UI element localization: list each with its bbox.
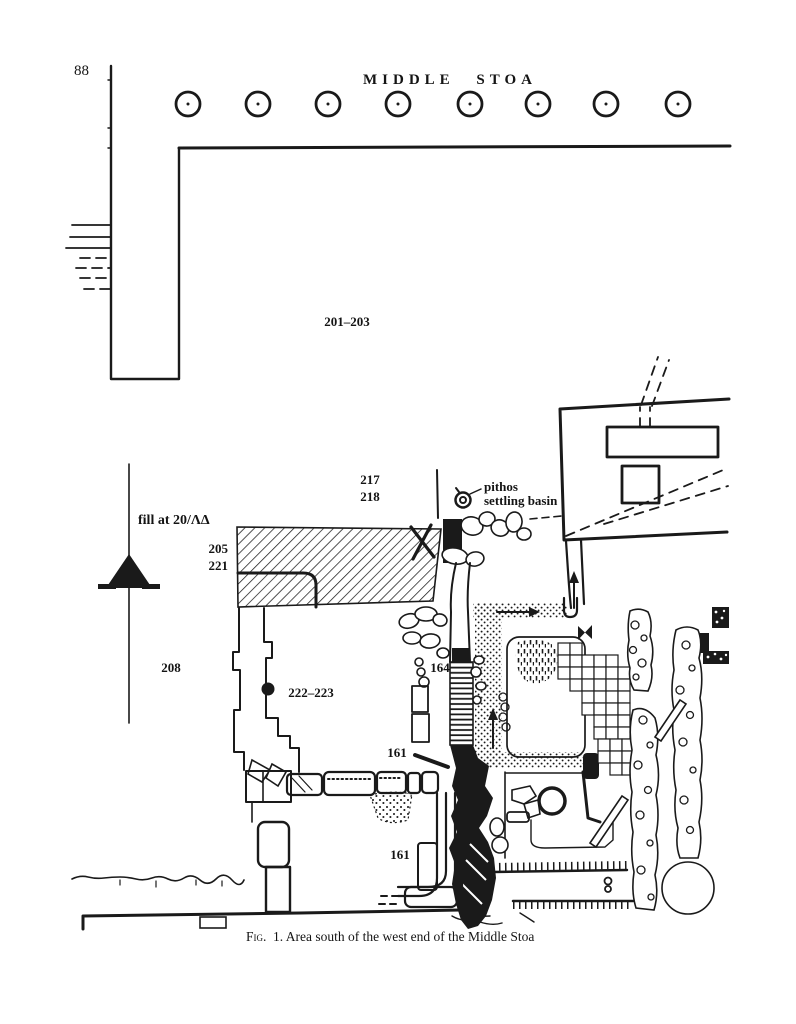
label-settling-basin: settling basin: [484, 493, 558, 508]
stipple-triangle: [369, 791, 413, 824]
label-221: 221: [209, 558, 229, 573]
fallen-block-1: [653, 698, 688, 743]
drain-ladder: [449, 661, 474, 746]
south-boundary: [81, 908, 535, 931]
room-222-223: [232, 607, 300, 773]
label-217: 217: [360, 472, 380, 487]
stipple-patch: [515, 639, 558, 684]
serrated-bands: [491, 861, 635, 909]
label-fill-note: fill at 20/ΛΔ: [138, 513, 210, 528]
northeast-building: [529, 356, 731, 619]
label-222-223: 222–223: [288, 685, 334, 700]
pithos-symbol: [454, 487, 482, 509]
label-208: 208: [161, 660, 181, 675]
spotted-blocks: [700, 607, 729, 664]
stones-cluster: [398, 606, 450, 743]
page-number: 88: [74, 63, 89, 79]
north-arrow: [98, 463, 160, 724]
southwest-rooms: [71, 770, 292, 914]
well-room: [489, 770, 614, 859]
fallen-block-2: [588, 794, 630, 849]
label-164: 164: [430, 660, 450, 675]
caption-text: 1. Area south of the west end of the Mid…: [273, 929, 534, 944]
room-161: [369, 791, 464, 909]
label-pithos: pithos: [484, 479, 518, 494]
checkerboard-paving: [557, 642, 635, 776]
block-wall-row: [247, 758, 440, 797]
scarp-line: [71, 874, 245, 886]
stoa-south-wall: [177, 144, 732, 150]
stoa-colonnade: [174, 90, 732, 150]
label-201-203: 201–203: [324, 314, 370, 329]
stone-wall-blocks: [441, 511, 532, 567]
label-161-lower: 161: [390, 847, 410, 862]
label-161-pointer: [413, 753, 450, 769]
bowtie-mark: [578, 625, 592, 640]
x-mark: [409, 523, 436, 561]
plan-title: MIDDLE STOA: [363, 72, 537, 88]
label-205: 205: [209, 541, 229, 556]
caption-fig-abbrev: Fig.: [246, 929, 266, 944]
hatched-wall-205-221: [236, 469, 462, 609]
channel-arrow-up: [569, 571, 579, 583]
label-218: 218: [360, 489, 380, 504]
well-circle: [537, 786, 567, 816]
court-arrow-right: [529, 607, 540, 617]
label-161-upper: 161: [387, 745, 407, 760]
figure-caption: Fig. 1. Area south of the west end of th…: [246, 929, 534, 944]
court-arrow-up: [488, 708, 498, 720]
column-base-dot: [261, 682, 275, 696]
dotted-court: [470, 603, 599, 779]
terrace-and-stairs: [65, 64, 181, 381]
central-drain: [449, 562, 496, 929]
large-pit-circle: [661, 861, 715, 915]
l-pipe-structure: [396, 791, 464, 909]
pebble-walls: [578, 607, 729, 915]
